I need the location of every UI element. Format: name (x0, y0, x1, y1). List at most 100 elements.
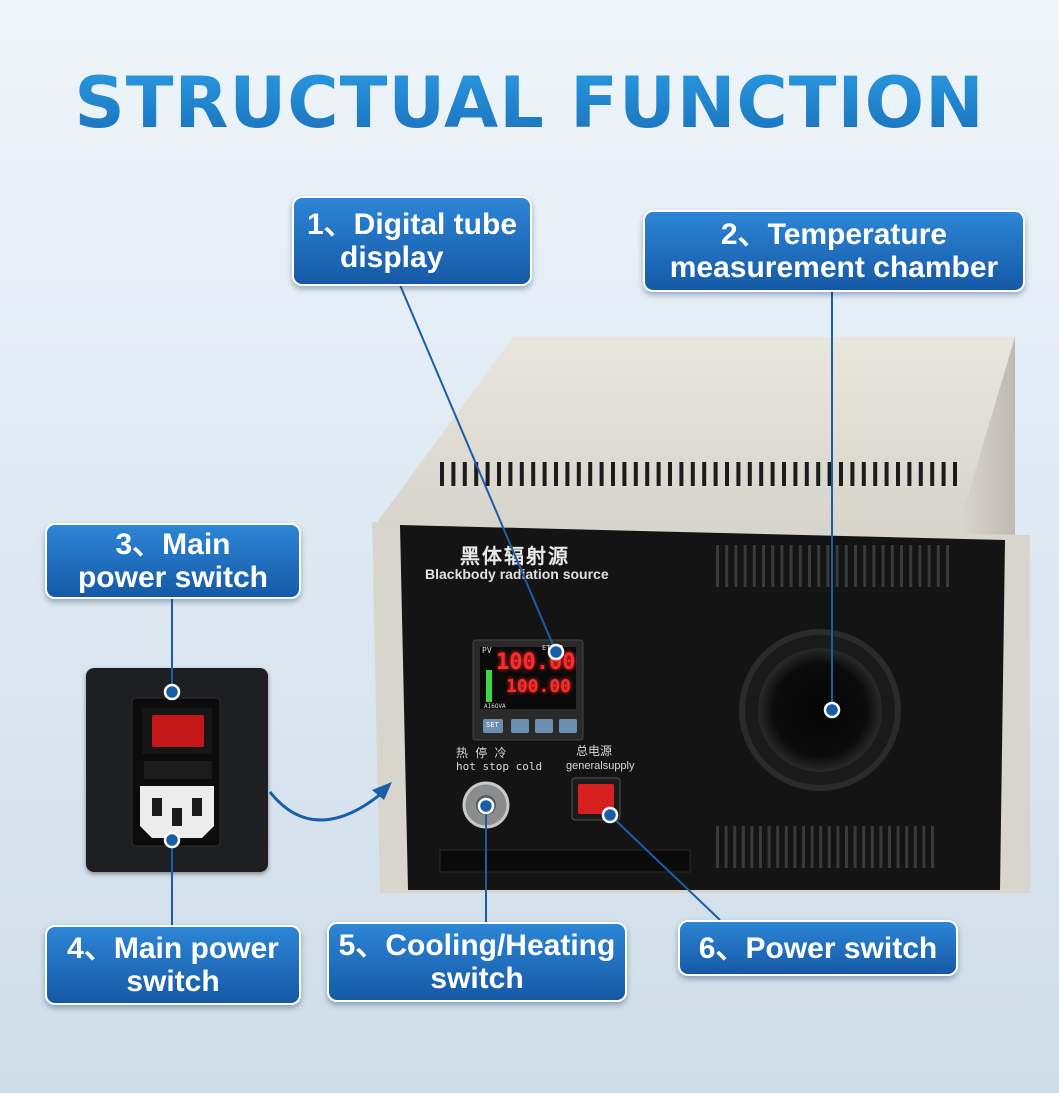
vent-slot (716, 826, 719, 868)
vent-slot (839, 462, 843, 486)
display-set-label: SET (486, 721, 499, 729)
vent-slot (743, 545, 747, 587)
bottom-slot (439, 849, 691, 873)
vent-slot (862, 826, 866, 868)
callout-2-line-1: 2、Temperature (720, 218, 948, 251)
vent-slot (690, 462, 695, 486)
vent-slot (808, 545, 811, 587)
vent-slot (531, 462, 536, 486)
callout-3-line-1: 3、Main (115, 528, 231, 561)
callout-5-line-1: 5、Cooling/Heating (338, 929, 616, 962)
main-power-rocker (152, 715, 204, 747)
display-sv-value: 100.00 (506, 676, 572, 697)
callout-6-line-1: 6、Power switch (698, 931, 938, 965)
top-vent (440, 462, 957, 486)
vent-slot (752, 545, 756, 587)
vent-slot (793, 462, 798, 486)
vent-slot (844, 545, 848, 587)
vent-slot (900, 545, 903, 587)
vent-slot (819, 826, 823, 868)
vent-slot (668, 462, 672, 486)
vent-slot (542, 462, 547, 486)
vent-slot (896, 462, 900, 486)
vent-slot (747, 462, 752, 486)
vent-slot (725, 545, 729, 587)
vent-slot (802, 826, 805, 868)
vent-slot (953, 462, 957, 486)
callout-digital-tube-display: 1、Digital tube display (292, 196, 532, 286)
vent-slot (927, 545, 931, 587)
vent-slot (485, 462, 490, 486)
vent-slot (913, 826, 917, 868)
vent-slot (508, 462, 513, 486)
controller-button-down (535, 719, 553, 733)
vent-slot (850, 462, 855, 486)
vent-slot (734, 545, 738, 587)
vent-slot (879, 826, 883, 868)
vent-slot (736, 462, 741, 486)
vent-slot (918, 545, 922, 587)
vent-slot (759, 462, 764, 486)
callout-4-line-1: 4、Main power (67, 932, 279, 965)
device-top-panel (375, 337, 1015, 538)
vent-slot (793, 826, 797, 868)
vent-slot (780, 545, 784, 587)
vent-slot (784, 826, 788, 868)
vent-slot (853, 826, 857, 868)
vent-slot (861, 462, 866, 486)
vent-slot (873, 462, 878, 486)
supply-label-en: generalsupply (566, 760, 635, 772)
vent-slot (776, 826, 780, 868)
callout-1-line-2: display (340, 241, 444, 274)
page-title: STRUCTUAL FUNCTION (0, 62, 1059, 144)
vent-slot (759, 826, 762, 868)
vent-slot (930, 462, 935, 486)
vent-slot (826, 545, 830, 587)
vent-slot (702, 462, 707, 486)
vent-slot (440, 462, 444, 486)
vent-slot (870, 826, 874, 868)
rear-switch-illustration (131, 697, 221, 847)
vent-slot (881, 545, 885, 587)
vent-slot (451, 462, 456, 486)
device-power-switch-rocker (578, 784, 614, 814)
controller-bargraph (486, 670, 492, 702)
pointer-arrowhead (372, 782, 392, 800)
controller-button-left (511, 719, 529, 733)
vent-slot (907, 462, 912, 486)
vent-slot (599, 462, 604, 486)
vent-slot (724, 826, 728, 868)
vent-slot (810, 826, 814, 868)
callout-temperature-chamber: 2、Temperature measurement chamber (643, 210, 1025, 292)
callout-cooling-heating-switch: 5、Cooling/Heating switch (327, 922, 627, 1002)
vent-slot (474, 462, 479, 486)
vent-slot (633, 462, 638, 486)
marker-rear-rocker (163, 683, 181, 701)
vent-slot (905, 826, 909, 868)
vent-slot (890, 545, 894, 587)
vent-slot (554, 462, 558, 486)
vent-slot (931, 826, 934, 868)
rear-switch-inset (86, 668, 268, 872)
vent-slot (798, 545, 802, 587)
vent-slot (767, 826, 771, 868)
front-vent-upper (716, 545, 949, 587)
vent-slot (936, 545, 940, 587)
vent-slot (741, 826, 745, 868)
vent-slot (576, 462, 581, 486)
pointer-arrow (268, 786, 389, 822)
vent-slot (716, 545, 719, 587)
vent-slot (816, 462, 821, 486)
vent-slot (941, 462, 946, 486)
marker-display (547, 643, 565, 661)
marker-rear-socket (163, 831, 181, 849)
front-vent-lower (716, 826, 934, 868)
callout-1-line-1: 1、Digital tube (306, 208, 517, 241)
vent-slot (782, 462, 786, 486)
vent-slot (733, 826, 737, 868)
vent-slot (462, 462, 467, 486)
switch-labels-cn: 热 停 冷 (456, 746, 507, 760)
vent-slot (656, 462, 661, 486)
vent-slot (922, 826, 926, 868)
device-name-cn: 黑体辐射源 (460, 544, 570, 568)
